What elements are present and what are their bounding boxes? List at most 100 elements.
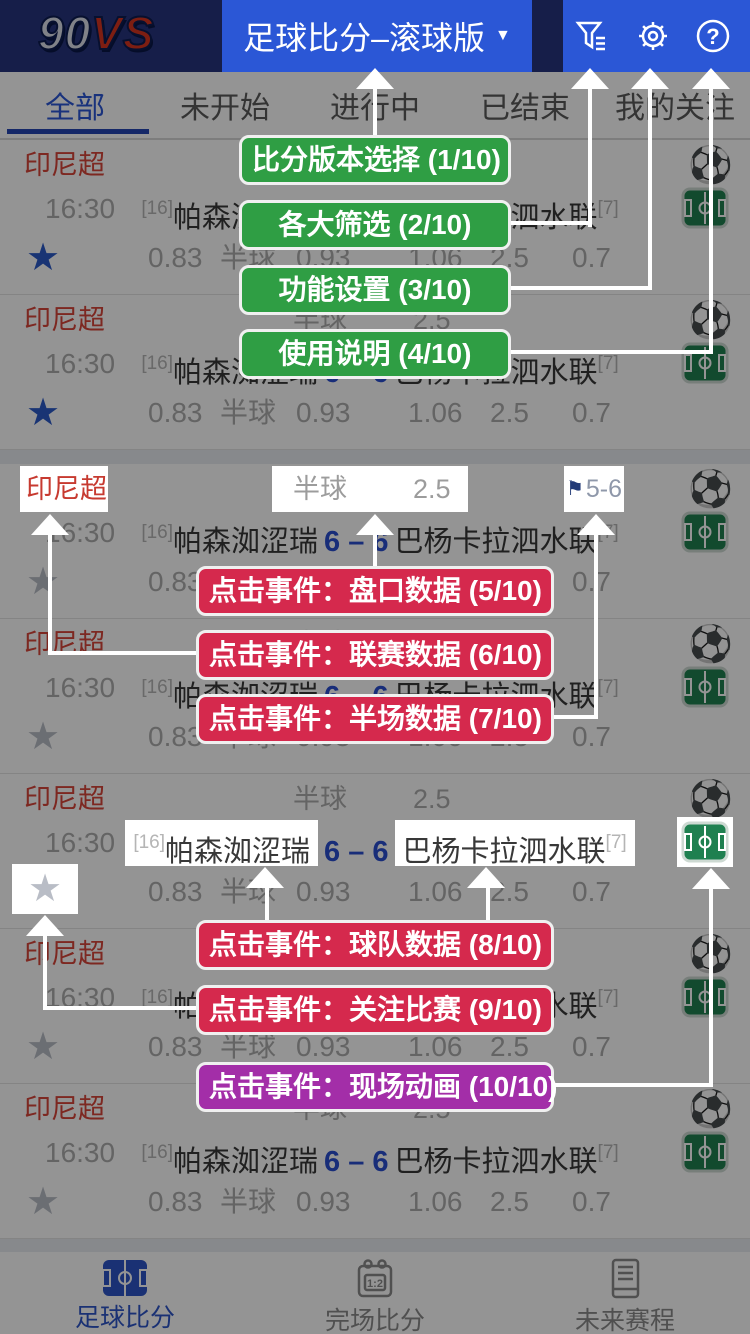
tab-finished[interactable]: 已结束 bbox=[480, 92, 570, 125]
home-rank: [16] bbox=[141, 353, 174, 374]
away-team[interactable]: 巴杨卡拉泗水联[7] bbox=[394, 820, 635, 868]
callout-follow-match: 点击事件：关注比赛 (9/10) bbox=[196, 985, 554, 1035]
odds-away: 0.93 bbox=[296, 1031, 351, 1062]
callout-score-version: 比分版本选择 (1/10) bbox=[239, 135, 511, 185]
odds-away: 0.93 bbox=[296, 1186, 351, 1217]
connector-line bbox=[43, 936, 47, 1010]
callout-halftime-data: 点击事件：半场数据 (7/10) bbox=[196, 694, 554, 744]
star-icon[interactable]: ★ bbox=[26, 561, 61, 603]
odds-total: 2.5 bbox=[490, 397, 529, 428]
soccer-ball-icon: ⚽ bbox=[688, 468, 733, 509]
star-icon[interactable]: ★ bbox=[12, 864, 79, 914]
arrow-up-icon bbox=[577, 514, 615, 535]
odds-home: 0.83 bbox=[148, 1186, 203, 1217]
connector-line bbox=[648, 88, 652, 290]
odds-under: 0.7 bbox=[572, 1186, 611, 1217]
live-animation-icon[interactable] bbox=[681, 666, 729, 708]
gear-icon[interactable] bbox=[634, 17, 672, 55]
away-rank: [7] bbox=[605, 832, 627, 853]
nav-future-schedule[interactable]: 未来赛程 bbox=[500, 1252, 750, 1334]
match-score[interactable]: 6 – 6 bbox=[324, 1146, 389, 1178]
connector-line bbox=[48, 651, 198, 655]
home-rank: [16] bbox=[141, 198, 174, 219]
halftime-score-box[interactable]: ⚑ 5-6 bbox=[564, 466, 624, 512]
odds-under: 0.7 bbox=[572, 721, 611, 752]
away-rank: [7] bbox=[597, 353, 619, 374]
away-rank: [7] bbox=[597, 677, 619, 698]
home-team[interactable]: [16]帕森洳涩瑞 bbox=[141, 1142, 319, 1178]
league-name[interactable]: 印尼超 bbox=[24, 305, 105, 335]
connector-line bbox=[507, 286, 650, 290]
app-logo: 90VS bbox=[37, 6, 155, 60]
home-rank: [16] bbox=[141, 522, 174, 543]
odds-line: ★ 0.83 半球 0.93 1.06 2.5 0.7 bbox=[0, 1178, 750, 1226]
odds-line: ★ 0.83 半球 0.93 1.06 2.5 0.7 bbox=[0, 1023, 750, 1071]
nav-football-scores[interactable]: 足球比分 bbox=[0, 1252, 250, 1334]
star-icon[interactable]: ★ bbox=[26, 716, 61, 758]
league-name[interactable]: 印尼超 bbox=[24, 939, 105, 969]
list-separator bbox=[0, 450, 750, 464]
league-highlight-box[interactable]: 印尼超 bbox=[20, 466, 108, 512]
filter-icon[interactable] bbox=[572, 17, 610, 55]
halftime-score: 5-6 bbox=[585, 475, 623, 503]
live-animation-icon[interactable] bbox=[681, 187, 729, 229]
connector-line bbox=[553, 715, 598, 719]
odds-under: 0.7 bbox=[572, 242, 611, 273]
connector-line bbox=[373, 88, 377, 135]
svg-text:?: ? bbox=[706, 24, 719, 49]
callout-instructions: 使用说明 (4/10) bbox=[239, 329, 511, 379]
odds-under: 0.7 bbox=[572, 876, 611, 907]
match-time: 16:30 bbox=[45, 827, 116, 858]
connector-line bbox=[507, 221, 590, 225]
odds-line: ★ 0.83 半球 0.93 1.06 2.5 0.7 bbox=[0, 389, 750, 437]
star-icon[interactable]: ★ bbox=[26, 392, 61, 434]
schedule-list-icon bbox=[605, 1257, 645, 1301]
handicap-label[interactable]: 半球 bbox=[293, 784, 347, 814]
help-icon[interactable]: ? bbox=[694, 17, 732, 55]
connector-line bbox=[486, 888, 490, 920]
live-animation-icon[interactable] bbox=[677, 817, 733, 867]
odds-home: 0.83 bbox=[148, 721, 203, 752]
home-team[interactable]: [16]帕森洳涩瑞 bbox=[125, 820, 319, 868]
callout-handicap-data: 点击事件：盘口数据 (5/10) bbox=[196, 566, 554, 616]
star-icon[interactable]: ★ bbox=[26, 1181, 61, 1223]
score-version-selector[interactable]: 足球比分–滚球版 ▼ bbox=[222, 0, 532, 72]
connector-line bbox=[553, 1083, 713, 1087]
connector-line bbox=[507, 350, 711, 354]
away-team[interactable]: 巴杨卡拉泗水联[7] bbox=[394, 1142, 619, 1178]
live-animation-icon[interactable] bbox=[681, 976, 729, 1018]
connector-line bbox=[588, 88, 592, 227]
star-icon[interactable]: ★ bbox=[26, 237, 61, 279]
handicap-value[interactable]: 2.5 bbox=[413, 784, 451, 814]
league-name[interactable]: 印尼超 bbox=[24, 1094, 105, 1124]
football-field-icon bbox=[102, 1257, 148, 1298]
tab-all[interactable]: 全部 bbox=[45, 92, 105, 125]
league-name[interactable]: 印尼超 bbox=[24, 784, 105, 814]
away-rank: [7] bbox=[597, 987, 619, 1008]
halftime-flag-icon: ⚑ bbox=[565, 478, 584, 500]
away-team[interactable]: 巴杨卡拉泗水联[7] bbox=[394, 522, 619, 558]
top-bar-actions: ? bbox=[563, 0, 750, 72]
callout-live-animation: 点击事件：现场动画 (10/10) bbox=[196, 1062, 558, 1112]
page-title: 足球比分–滚球版 bbox=[243, 20, 485, 56]
callout-settings: 功能设置 (3/10) bbox=[239, 265, 511, 315]
tab-not-started[interactable]: 未开始 bbox=[180, 92, 270, 125]
nav-finished-scores[interactable]: 1:2 完场比分 bbox=[250, 1252, 500, 1334]
arrow-up-icon bbox=[356, 514, 394, 535]
home-team[interactable]: [16]帕森洳涩瑞 bbox=[141, 522, 319, 558]
live-animation-icon[interactable] bbox=[681, 511, 729, 553]
odds-over: 1.06 bbox=[408, 1031, 463, 1062]
match-time: 16:30 bbox=[45, 672, 116, 703]
odds-over: 1.06 bbox=[408, 397, 463, 428]
league-name[interactable]: 印尼超 bbox=[24, 150, 105, 180]
soccer-ball-icon: ⚽ bbox=[688, 623, 733, 664]
live-animation-icon[interactable] bbox=[681, 1131, 729, 1173]
tab-my-follow[interactable]: 我的关注 bbox=[615, 92, 735, 125]
odds-home: 0.83 bbox=[148, 1031, 203, 1062]
match-score[interactable]: 6 – 6 bbox=[324, 836, 389, 868]
star-icon[interactable]: ★ bbox=[26, 1026, 61, 1068]
